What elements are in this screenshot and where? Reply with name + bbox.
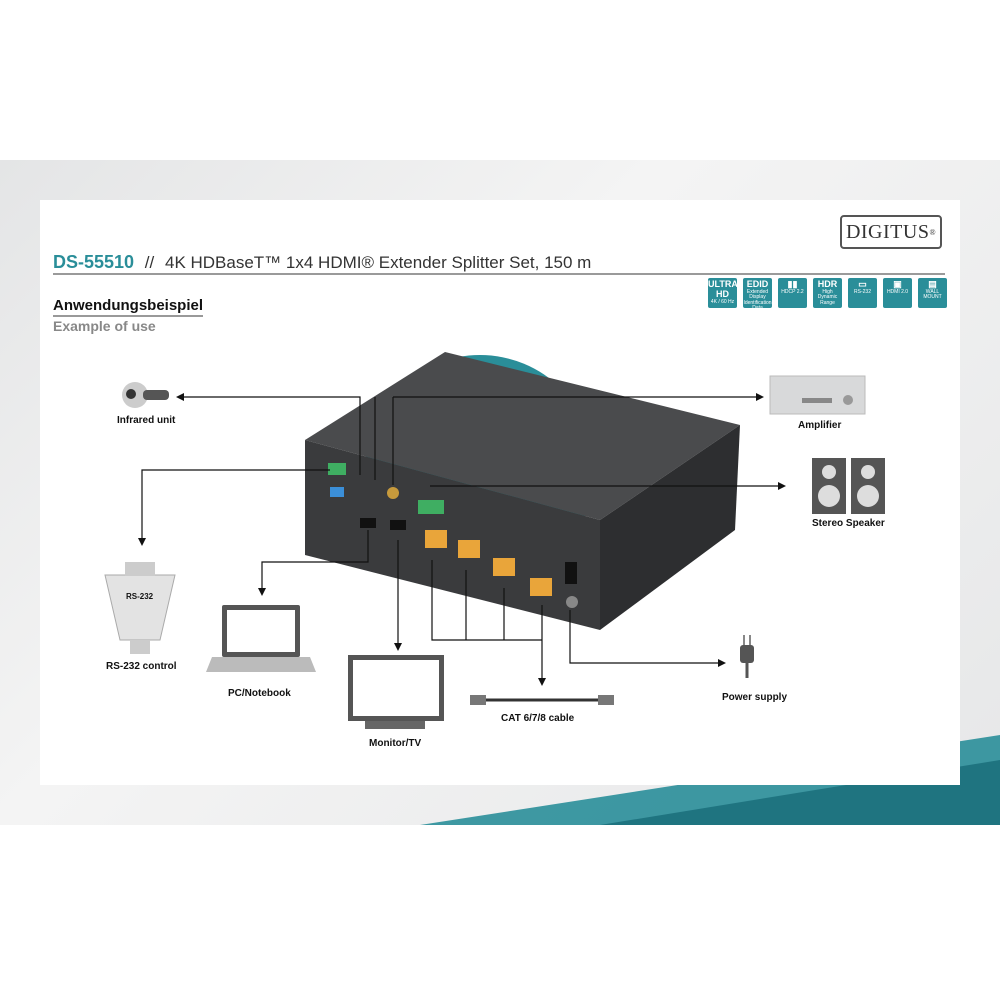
audio-terminal bbox=[418, 500, 444, 514]
speaker-icon bbox=[812, 458, 885, 514]
product-name: 4K HDBaseT™ 1x4 HDMI® Extender Splitter … bbox=[164, 253, 592, 272]
hdmi-port bbox=[360, 518, 376, 528]
cable-label: CAT 6/7/8 cable bbox=[501, 713, 575, 724]
rs232-label: RS-232 control bbox=[106, 661, 177, 672]
monitor-icon bbox=[348, 655, 444, 729]
rs232-connector-icon bbox=[104, 562, 176, 654]
model-number: DS-55510 bbox=[53, 252, 135, 272]
amplifier-label: Amplifier bbox=[798, 420, 842, 431]
badge-hdcp: ▮▮HDCP 2.2 bbox=[778, 278, 807, 308]
amplifier-icon bbox=[769, 375, 866, 415]
badge-wall-mount: ▤WALL MOUNT bbox=[918, 278, 947, 308]
rs232-connector-label: RS-232 bbox=[126, 592, 154, 601]
arrowheads bbox=[138, 393, 786, 686]
monitor-label: Monitor/TV bbox=[369, 738, 422, 749]
dc-jack bbox=[566, 596, 578, 608]
section-title: Anwendungsbeispiel bbox=[53, 297, 204, 317]
badge-hdmi: ▣HDMI 2.0 bbox=[883, 278, 912, 308]
hdmi-out-port bbox=[390, 520, 406, 530]
badge-rs232: ▭RS-232 bbox=[848, 278, 877, 308]
antenna-port bbox=[387, 487, 399, 499]
product-title: DS-55510 // 4K HDBaseT™ 1x4 HDMI® Extend… bbox=[53, 252, 591, 273]
device bbox=[305, 352, 740, 630]
dip-switch bbox=[330, 487, 344, 497]
power-label: Power supply bbox=[722, 692, 788, 703]
terminal-block bbox=[328, 463, 346, 475]
notebook-icon bbox=[206, 605, 316, 672]
infrared-unit-icon bbox=[122, 382, 169, 408]
separator: // bbox=[144, 253, 155, 272]
divider bbox=[53, 273, 945, 275]
digitus-logo: DIGITUS® bbox=[840, 215, 942, 249]
power-plug-icon bbox=[740, 635, 754, 678]
connection-lines bbox=[141, 396, 780, 680]
cable-icon bbox=[470, 695, 614, 705]
pc-label: PC/Notebook bbox=[228, 688, 291, 699]
power-switch bbox=[565, 562, 577, 584]
infrared-label: Infrared unit bbox=[117, 415, 176, 426]
rj45-ports bbox=[425, 530, 552, 596]
section-subtitle: Example of use bbox=[53, 318, 156, 334]
speaker-label: Stereo Speaker bbox=[812, 518, 885, 529]
